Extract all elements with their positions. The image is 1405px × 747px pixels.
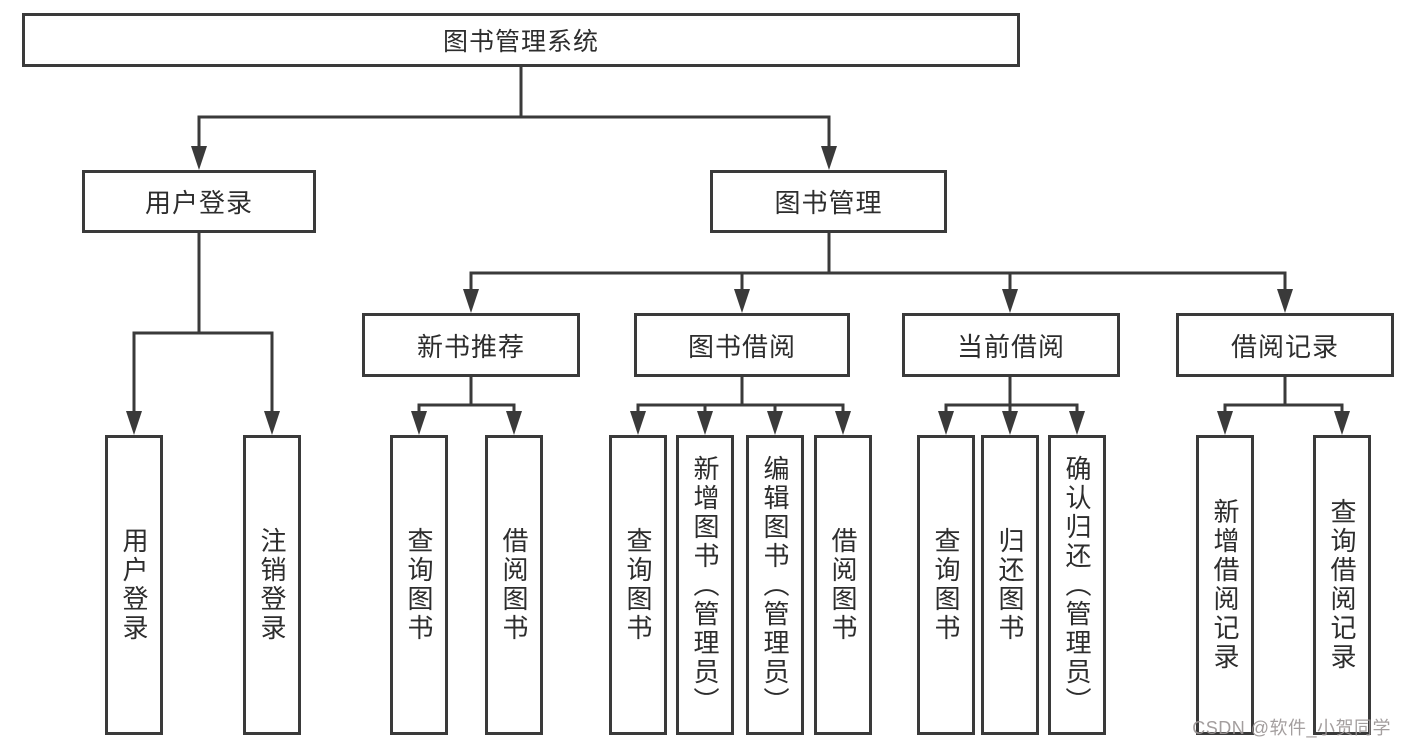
- node-library-management-system: 图书管理系统: [22, 13, 1020, 67]
- watermark: CSDN @软件_小贺同学: [1192, 718, 1391, 738]
- connector-user-login-group: [126, 233, 280, 435]
- leaf-query-books-borrowing: 查询图书: [609, 435, 667, 735]
- node-new-book-recommend: 新书推荐: [362, 313, 580, 377]
- connector-new-book-group: [411, 377, 522, 435]
- connector-current-borrowing-group: [938, 377, 1085, 435]
- leaf-borrow-books-borrowing: 借阅图书: [814, 435, 872, 735]
- leaf-add-books-admin: 新增图书（管理员）: [676, 435, 734, 735]
- node-book-borrowing: 图书借阅: [634, 313, 850, 377]
- leaf-return-books: 归还图书: [981, 435, 1039, 735]
- leaf-logout-login: 注销登录: [243, 435, 301, 735]
- leaf-edit-books-admin: 编辑图书（管理员）: [746, 435, 804, 735]
- node-current-borrowing: 当前借阅: [902, 313, 1120, 377]
- leaf-query-borrow-record: 查询借阅记录: [1313, 435, 1371, 735]
- leaf-confirm-return-admin: 确认归还（管理员）: [1048, 435, 1106, 735]
- leaf-user-login: 用户登录: [105, 435, 163, 735]
- connector-root-to-level2: [191, 67, 837, 170]
- node-book-management: 图书管理: [710, 170, 947, 233]
- connector-book-management-group: [463, 233, 1293, 313]
- leaf-add-borrow-record: 新增借阅记录: [1196, 435, 1254, 735]
- leaf-query-books-current: 查询图书: [917, 435, 975, 735]
- node-user-login: 用户登录: [82, 170, 316, 233]
- leaf-borrow-books-recommend: 借阅图书: [485, 435, 543, 735]
- connector-book-borrowing-group: [630, 377, 851, 435]
- leaf-query-books-recommend: 查询图书: [390, 435, 448, 735]
- node-borrowing-records: 借阅记录: [1176, 313, 1394, 377]
- connector-borrowing-records-group: [1217, 377, 1350, 435]
